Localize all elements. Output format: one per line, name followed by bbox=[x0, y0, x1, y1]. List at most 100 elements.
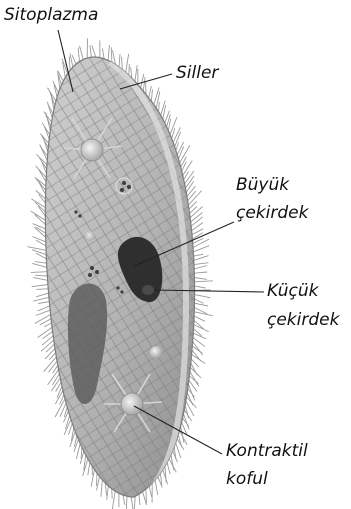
cilium bbox=[126, 496, 127, 509]
cilium bbox=[135, 65, 137, 81]
cilium bbox=[80, 46, 84, 60]
cilium bbox=[41, 340, 54, 351]
cilium bbox=[90, 45, 92, 57]
cilium bbox=[151, 89, 152, 101]
cilium bbox=[143, 77, 145, 91]
cilium bbox=[191, 217, 203, 226]
cilium bbox=[141, 74, 144, 88]
cilium bbox=[169, 459, 176, 473]
cilium bbox=[108, 45, 109, 60]
cilium bbox=[190, 207, 203, 218]
cilium bbox=[32, 263, 47, 267]
cilium bbox=[72, 55, 76, 64]
cilium bbox=[36, 293, 49, 297]
cilium bbox=[33, 297, 49, 301]
cilium bbox=[131, 497, 133, 509]
label-siller: Siller bbox=[176, 62, 218, 84]
cilium bbox=[123, 495, 125, 505]
cilium bbox=[194, 320, 204, 329]
cilium bbox=[187, 186, 195, 196]
cilium bbox=[78, 48, 79, 62]
cilium bbox=[149, 486, 152, 497]
cilium bbox=[154, 87, 159, 104]
cilium bbox=[126, 54, 129, 73]
cilium bbox=[188, 191, 196, 201]
cilium bbox=[32, 237, 46, 242]
cilium bbox=[35, 262, 47, 264]
cilium bbox=[194, 256, 209, 261]
label-kucuk-cekirdek-line1: Küçük bbox=[267, 280, 318, 302]
cilium bbox=[176, 443, 181, 458]
cilium bbox=[33, 278, 47, 281]
cilium bbox=[76, 443, 80, 459]
cilium bbox=[69, 57, 70, 71]
cilium bbox=[88, 462, 90, 475]
cilium bbox=[112, 489, 113, 499]
cilium bbox=[107, 486, 109, 500]
cilium bbox=[49, 361, 58, 372]
cilium bbox=[190, 367, 201, 378]
cilium bbox=[45, 348, 55, 359]
cilium bbox=[194, 266, 207, 269]
cilium bbox=[38, 302, 49, 304]
cilium bbox=[177, 439, 184, 450]
cilium bbox=[97, 473, 98, 486]
cilium bbox=[42, 336, 53, 346]
cilium bbox=[194, 263, 208, 265]
cilium bbox=[28, 247, 47, 251]
cilium bbox=[194, 272, 207, 273]
cilium bbox=[193, 337, 205, 346]
cilium bbox=[91, 470, 94, 487]
cilium bbox=[167, 463, 170, 475]
cilium bbox=[92, 45, 96, 57]
cilium bbox=[159, 102, 160, 112]
cilium bbox=[195, 303, 208, 306]
cilium bbox=[122, 57, 123, 70]
cilium bbox=[155, 480, 158, 495]
micronucleus bbox=[142, 285, 154, 295]
cilium bbox=[38, 327, 53, 337]
cilium bbox=[191, 213, 203, 222]
cilium bbox=[112, 491, 115, 509]
label-sitoplazma: Sitoplazma bbox=[4, 4, 98, 26]
cilium bbox=[52, 374, 59, 385]
cilium bbox=[101, 480, 103, 497]
cilium bbox=[139, 494, 140, 505]
cilium bbox=[186, 181, 194, 192]
cilium bbox=[194, 254, 204, 256]
cilium bbox=[181, 157, 187, 168]
cilium bbox=[195, 299, 204, 304]
cilium bbox=[119, 54, 120, 67]
cilium bbox=[36, 289, 48, 290]
label-kucuk-cekirdek-line2: çekirdek bbox=[267, 309, 339, 331]
cilium bbox=[134, 496, 135, 509]
cilium bbox=[35, 275, 47, 276]
cilium bbox=[111, 47, 112, 62]
cilium bbox=[149, 86, 152, 98]
vacuole bbox=[85, 231, 95, 241]
cilium bbox=[31, 272, 47, 273]
vacuole bbox=[150, 346, 162, 358]
cilium bbox=[195, 286, 206, 288]
label-buyuk-cekirdek-line1: Büyük bbox=[236, 174, 289, 196]
cilium bbox=[194, 278, 207, 280]
cilium bbox=[33, 224, 46, 229]
cilium bbox=[194, 316, 205, 321]
cilium bbox=[32, 250, 46, 255]
cilium bbox=[161, 101, 166, 116]
cilium bbox=[182, 161, 187, 171]
cilium bbox=[44, 323, 52, 327]
cilium bbox=[195, 281, 213, 282]
cilium bbox=[129, 64, 130, 75]
cilium bbox=[102, 49, 104, 59]
cilium bbox=[38, 306, 50, 311]
label-kontraktil-koful-line1: Kontraktil bbox=[226, 440, 308, 462]
cilium bbox=[47, 102, 52, 118]
cilium bbox=[69, 423, 73, 434]
label-buyuk-cekirdek-line2: çekirdek bbox=[236, 202, 308, 224]
label-kontraktil-koful-line2: koful bbox=[226, 468, 268, 490]
cilium bbox=[195, 295, 211, 298]
cilium bbox=[36, 166, 47, 178]
cilium bbox=[35, 314, 51, 323]
cilium bbox=[32, 285, 48, 287]
